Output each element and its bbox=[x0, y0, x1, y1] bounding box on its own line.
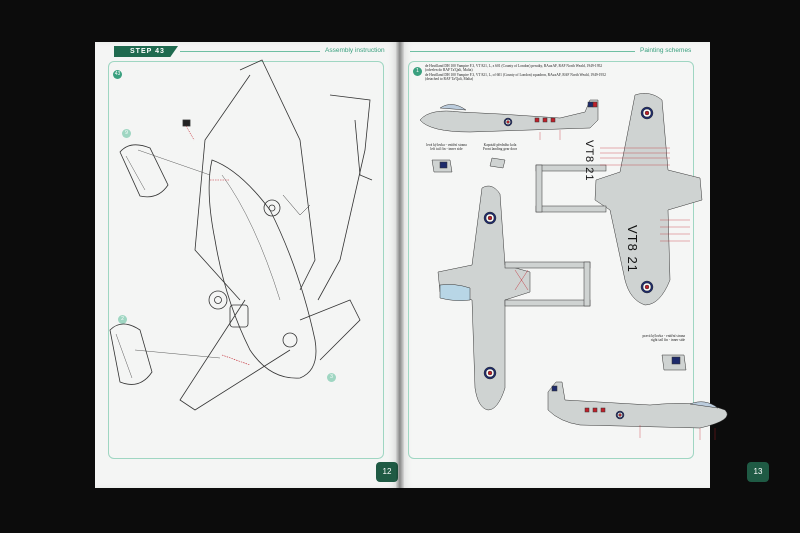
gutter-shadow bbox=[396, 40, 404, 490]
left-frame bbox=[108, 61, 384, 459]
left-fin-label: levá kýlovka - vnitřní strana left tail … bbox=[426, 143, 467, 152]
right-header-rule bbox=[410, 51, 635, 52]
scheme-caption-en: de Havilland DH 100 Vampire F.3, VT 821,… bbox=[425, 73, 606, 82]
left-section-title: Assembly instruction bbox=[325, 47, 385, 54]
callout-3: 3 bbox=[327, 373, 336, 382]
gear-door-detail bbox=[489, 157, 506, 169]
step-banner: STEP 43 bbox=[114, 46, 178, 57]
right-frame bbox=[408, 61, 694, 459]
left-header-rule bbox=[180, 51, 320, 52]
gear-door-label: Kapotáž předního kola Front landing gear… bbox=[482, 143, 518, 152]
left-page-number: 12 bbox=[376, 462, 398, 482]
left-page bbox=[95, 42, 400, 488]
callout-9: 9 bbox=[122, 129, 131, 138]
callout-2: 2 bbox=[118, 315, 127, 324]
right-fin-label: pravá kýlovka - vnitřní strana right tai… bbox=[642, 334, 685, 343]
serial-top-view: VT8 21 bbox=[583, 140, 595, 182]
step-badge: 43 bbox=[113, 70, 122, 79]
side-profile-top bbox=[419, 99, 599, 133]
canopy-part-upper bbox=[119, 144, 169, 198]
side-profile-bottom bbox=[547, 381, 728, 429]
scheme-badge: 1 bbox=[413, 67, 422, 76]
top-view-aircraft bbox=[594, 93, 703, 306]
scheme-caption-cz: de Havilland DH 100 Vampire F.3, VT 821,… bbox=[425, 64, 603, 73]
right-page-number: 13 bbox=[747, 462, 769, 482]
serial-bottom-view: VT8 21 bbox=[625, 225, 640, 273]
canopy-part-lower bbox=[109, 323, 153, 385]
right-section-title: Painting schemes bbox=[640, 47, 692, 54]
bottom-view-aircraft bbox=[437, 185, 531, 411]
